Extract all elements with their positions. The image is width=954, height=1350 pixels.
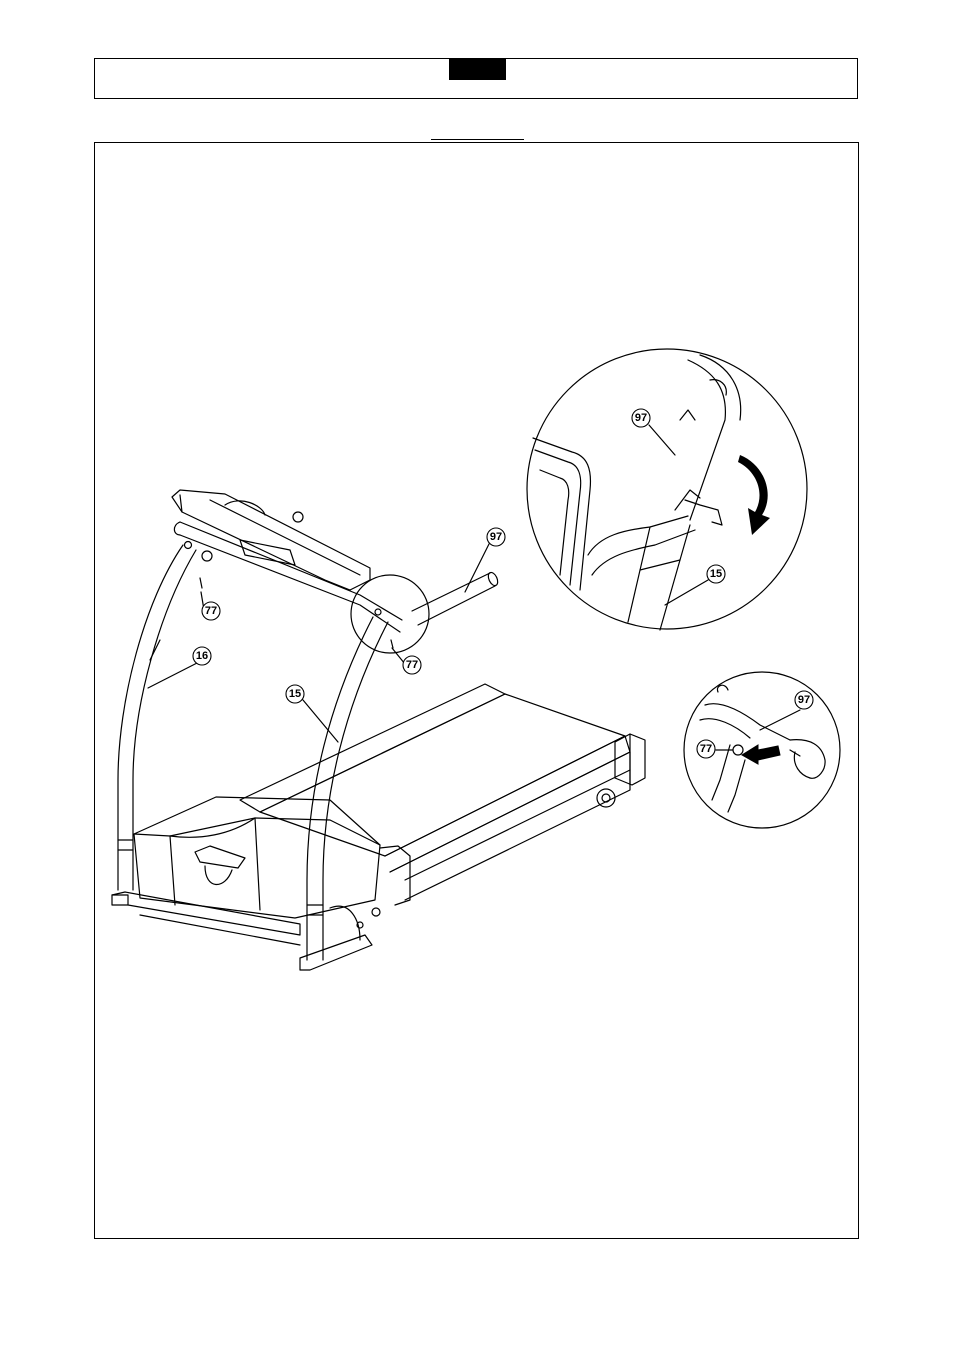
callout-77-right: 77	[406, 659, 418, 671]
leader-16	[148, 662, 199, 688]
detail2-callout-77: 77	[700, 743, 712, 755]
detail1-callout-15: 15	[710, 568, 722, 580]
callout-97: 97	[490, 531, 502, 543]
left-upright-16	[118, 545, 196, 890]
leader-97	[465, 544, 489, 592]
push-arrow-icon	[742, 745, 780, 764]
callout-16: 16	[196, 650, 208, 662]
rotation-arrow-icon	[738, 455, 770, 535]
bolt-77-left	[200, 578, 202, 588]
detail-indicator-circle	[351, 575, 429, 653]
bolt-77-right-head	[375, 609, 381, 615]
callout-15: 15	[289, 688, 301, 700]
callout-77-left: 77	[205, 605, 217, 617]
treadmill-deck	[240, 684, 645, 905]
bolt-77-right	[391, 640, 393, 648]
leader-15	[303, 700, 338, 742]
motor-hood	[112, 797, 380, 970]
detail2-callout-97: 97	[798, 694, 810, 706]
detail1-callout-97: 97	[635, 412, 647, 424]
